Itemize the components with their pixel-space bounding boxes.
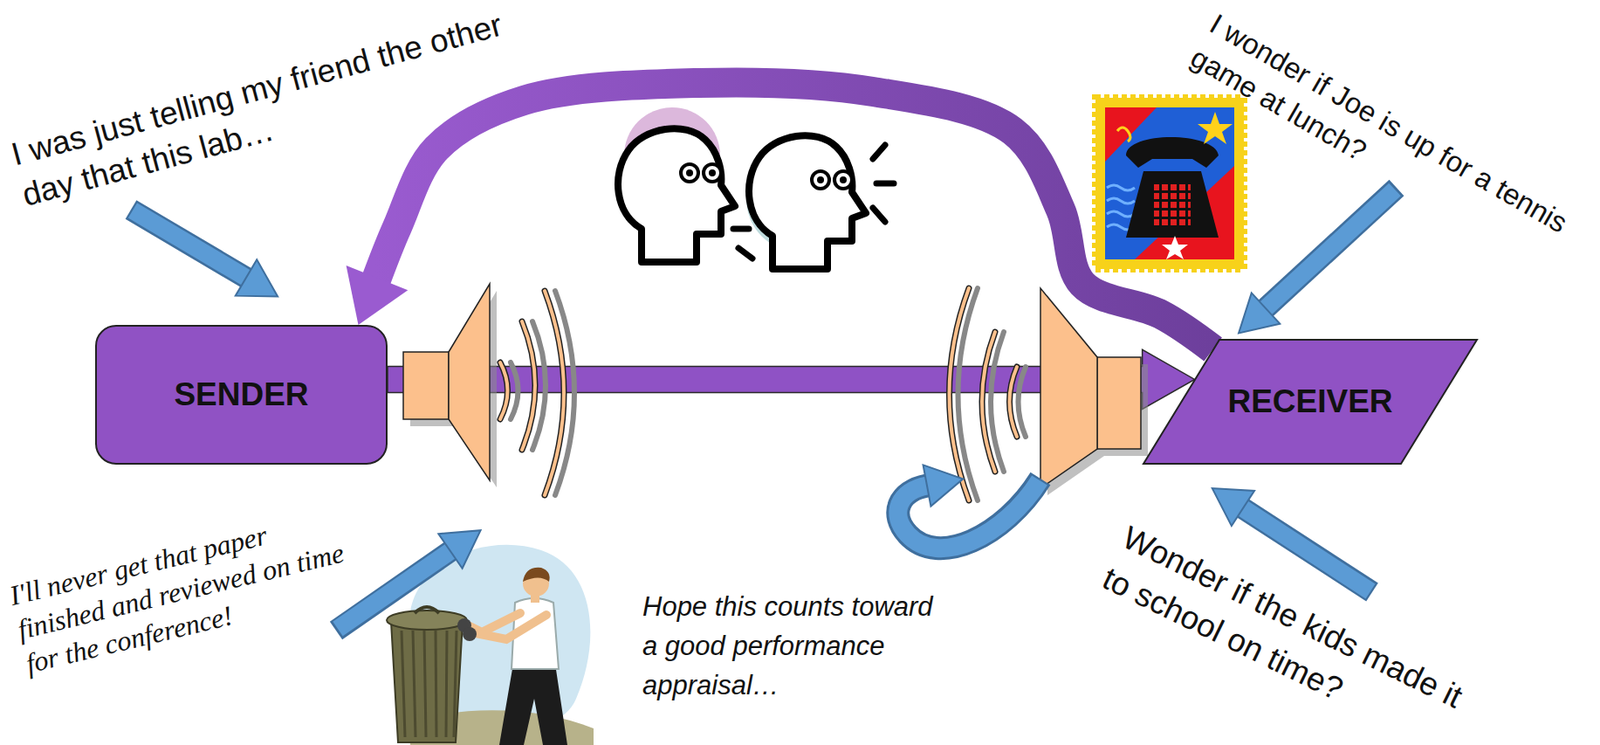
thought-text: I was just telling my friend the other d… (6, 0, 543, 217)
thought-text: Hope this counts toward a good performan… (642, 586, 945, 705)
head-profile (618, 128, 753, 262)
can-ribs (401, 630, 457, 737)
pointer-arrow (1265, 187, 1397, 309)
arrow-band (375, 82, 1214, 350)
thought-text: I'll never get that paper finished and r… (6, 497, 368, 680)
hair (522, 567, 550, 582)
speaker-box (403, 351, 449, 419)
receiver-speaker (949, 288, 1149, 501)
telephone-icon (1095, 97, 1244, 269)
pointer-arrow (336, 550, 451, 631)
phone-body (1126, 171, 1219, 238)
sender-speaker (403, 283, 575, 495)
trash-can (391, 621, 463, 742)
arm (471, 614, 547, 639)
pointer-arrow (130, 209, 247, 278)
stamp-ground (1105, 107, 1235, 260)
star (1197, 111, 1233, 145)
speaker-box (1097, 357, 1141, 449)
glove (462, 626, 477, 641)
keypad (1153, 181, 1191, 226)
swirl (1117, 127, 1131, 142)
sender-box: SENDER (95, 324, 388, 465)
hook-arrow (898, 478, 1041, 549)
can-lid (386, 610, 467, 630)
parallelogram-outline (1143, 339, 1477, 464)
sound-marks (872, 144, 894, 222)
sound-waves (500, 290, 575, 495)
receiver-box: RECEIVER (1142, 338, 1478, 465)
star (1161, 235, 1188, 260)
two-heads-icon (618, 107, 894, 269)
sound-waves (949, 288, 1027, 501)
speaker-cone (448, 283, 490, 481)
stamp-frame (1095, 97, 1244, 269)
speaker-cone (1040, 288, 1098, 488)
node-label: RECEIVER (1227, 383, 1393, 420)
node-label: SENDER (173, 376, 309, 413)
lid-handle (414, 606, 440, 613)
trousers (499, 663, 568, 745)
head-profile (748, 135, 866, 269)
arrow-head (346, 265, 409, 325)
